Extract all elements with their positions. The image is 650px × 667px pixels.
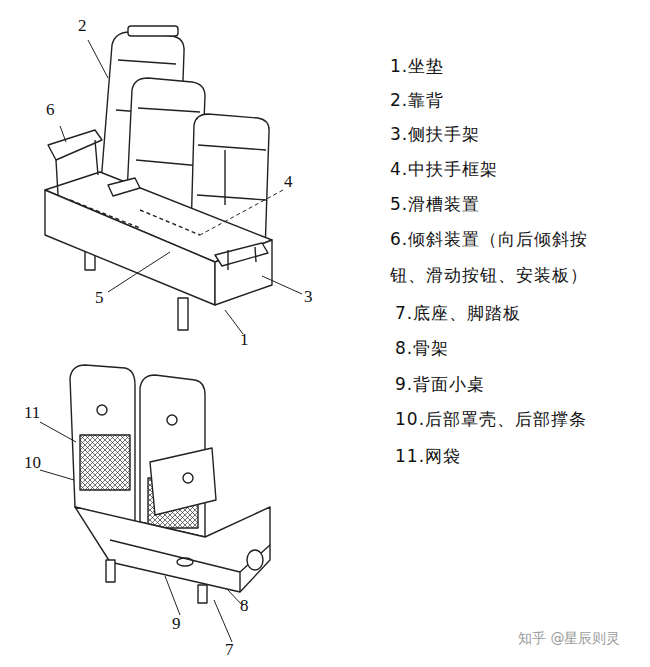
callout-number: 3 [304, 287, 313, 307]
callout-number: 9 [172, 614, 181, 634]
callout-number: 7 [225, 640, 234, 660]
part-list-item: 9.背面小桌 [395, 374, 485, 394]
callout-number: 10 [24, 453, 41, 473]
callout-number: 4 [284, 172, 293, 192]
part-list-item: 3.侧扶手架 [390, 124, 480, 144]
part-list-item: 8.骨架 [395, 338, 449, 358]
part-list-item: 4.中扶手框架 [390, 159, 498, 179]
callout-number: 8 [240, 596, 249, 616]
part-list-item: 5.滑槽装置 [390, 194, 480, 214]
callout-number: 11 [24, 403, 40, 423]
part-list-item: 7.底座、脚踏板 [395, 303, 521, 323]
callout-number: 5 [95, 288, 104, 308]
watermark: 知乎 @星辰则灵 [518, 630, 620, 647]
part-list-item: 10.后部罩壳、后部撑条 [395, 409, 587, 429]
part-list-item: 2.靠背 [390, 90, 444, 110]
callout-number: 6 [46, 100, 55, 120]
callout-number: 1 [240, 330, 249, 350]
callout-number: 2 [78, 16, 87, 36]
part-list-item: 11.网袋 [395, 446, 461, 466]
part-list-item: 6.倾斜装置（向后倾斜按 钮、滑动按钮、安装板） [390, 222, 596, 293]
part-list-item: 1.坐垫 [390, 56, 444, 76]
